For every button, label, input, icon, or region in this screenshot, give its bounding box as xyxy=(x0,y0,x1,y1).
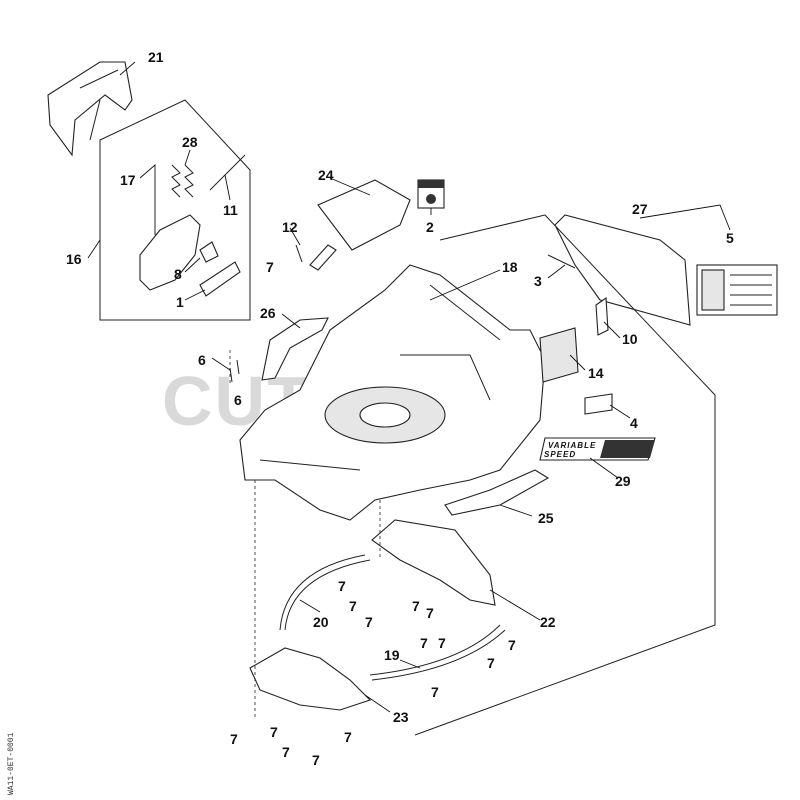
grille-part xyxy=(539,327,579,383)
callout-6-b: 6 xyxy=(234,392,242,408)
callout-22: 22 xyxy=(540,614,556,630)
callout-7-f: 7 xyxy=(426,605,434,621)
callout-7-c: 7 xyxy=(349,598,357,614)
callout-7-i: 7 xyxy=(508,637,516,653)
warning-label-icon xyxy=(426,194,436,204)
callout-7-p: 7 xyxy=(344,729,352,745)
handle-bracket-part xyxy=(139,214,201,291)
spring-part xyxy=(171,164,194,198)
callout-6-a: 6 xyxy=(198,352,206,368)
clip-part xyxy=(199,241,219,263)
front-bracket-part xyxy=(249,647,372,711)
rod-part xyxy=(209,154,246,191)
callout-27: 27 xyxy=(632,201,648,217)
callout-7-n: 7 xyxy=(282,744,290,760)
callout-4: 4 xyxy=(630,415,638,431)
callout-7-j: 7 xyxy=(487,655,495,671)
callout-18: 18 xyxy=(502,259,518,275)
callout-19: 19 xyxy=(384,647,400,663)
handle-cover-part xyxy=(47,61,133,157)
label-sheet-icons xyxy=(701,269,725,311)
motor-mount xyxy=(359,402,411,428)
warning-label-header xyxy=(418,180,444,188)
pin-part xyxy=(547,254,576,269)
handle-cover-detail xyxy=(79,69,119,141)
callout-16: 16 xyxy=(66,251,82,267)
callout-7-b: 7 xyxy=(338,578,346,594)
callout-7-d: 7 xyxy=(365,614,373,630)
callout-7-h: 7 xyxy=(438,635,446,651)
callout-7-o: 7 xyxy=(312,752,320,768)
callout-7-k: 7 xyxy=(431,684,439,700)
front-strip-part xyxy=(444,469,550,516)
decal-line1: VARIABLE xyxy=(548,441,596,450)
callout-7-g: 7 xyxy=(420,635,428,651)
callout-11: 11 xyxy=(223,202,238,218)
callout-5: 5 xyxy=(726,230,734,246)
callout-25: 25 xyxy=(538,510,554,526)
label-sheet-lines xyxy=(730,274,772,306)
callout-1: 1 xyxy=(176,294,184,310)
frame-line-right xyxy=(414,214,716,736)
callout-29: 29 xyxy=(615,473,631,489)
screw-12 xyxy=(295,244,303,263)
callout-3: 3 xyxy=(534,273,542,289)
chute-bracket-part xyxy=(371,519,496,606)
callout-28: 28 xyxy=(182,134,198,150)
small-label-part xyxy=(584,393,613,415)
lever-part xyxy=(309,244,337,271)
callout-23: 23 xyxy=(393,709,409,725)
rear-flap-part xyxy=(554,214,691,326)
callout-7-m: 7 xyxy=(270,724,278,740)
callout-24: 24 xyxy=(318,167,334,183)
callout-labels: 21 28 17 11 16 8 1 24 2 12 7 18 27 5 3 1… xyxy=(66,49,734,768)
callout-14: 14 xyxy=(588,365,604,381)
bracket-10-part xyxy=(595,296,609,336)
callout-7-a: 7 xyxy=(266,259,274,275)
frame-line-top xyxy=(439,214,546,241)
deck-edges xyxy=(259,284,501,471)
callout-10: 10 xyxy=(622,331,638,347)
decal-line2: SPEED xyxy=(544,450,576,459)
callout-7-e: 7 xyxy=(412,598,420,614)
handle-inset-frame xyxy=(99,99,251,321)
side-identifier: WA11-0ET-0001 xyxy=(7,732,16,795)
callout-26: 26 xyxy=(260,305,276,321)
right-rail-edge xyxy=(371,629,506,681)
callout-20: 20 xyxy=(313,614,329,630)
leader-lines xyxy=(87,61,731,713)
right-rail-part xyxy=(369,624,501,676)
side-strip-part xyxy=(261,317,329,381)
callout-8: 8 xyxy=(174,266,182,282)
callout-21: 21 xyxy=(148,49,164,65)
callout-7-l: 7 xyxy=(230,731,238,747)
callout-2: 2 xyxy=(426,219,434,235)
plate-part xyxy=(199,261,241,297)
left-rail-edge xyxy=(279,554,366,631)
callout-12: 12 xyxy=(282,219,298,235)
callout-17: 17 xyxy=(120,172,136,188)
grass-flap-part xyxy=(317,179,411,251)
left-rail-part xyxy=(284,559,371,631)
speed-decal-stripes xyxy=(600,440,655,458)
